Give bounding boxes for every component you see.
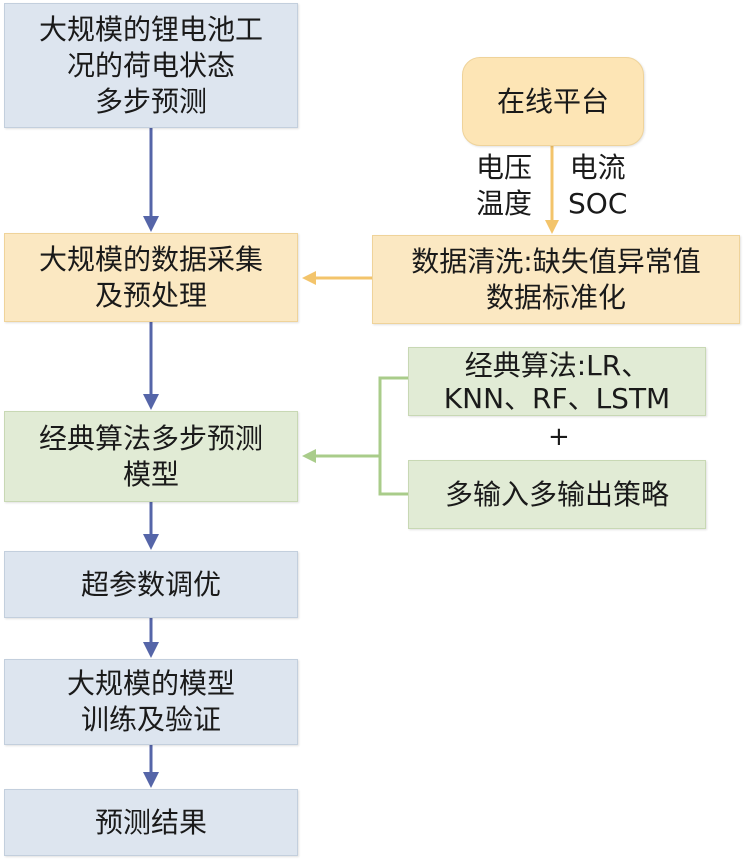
input-voltage: 电压: [476, 151, 533, 184]
green-bracket: [302, 376, 408, 496]
arrowhead-step4: [143, 534, 159, 550]
step1-line-3: 多步预测: [94, 84, 207, 118]
inputs-left-label: 电压 温度: [476, 150, 532, 222]
step-result-box: 预测结果: [4, 789, 298, 856]
step5-line-2: 训练及验证: [80, 703, 221, 736]
step1-line-1: 大规模的锂电池工: [38, 12, 263, 46]
arrowhead-step2: [143, 216, 159, 232]
step5-line-1: 大规模的模型: [66, 667, 235, 700]
inputs-right-label: 电流 SOC: [568, 150, 627, 222]
arrowhead-step3: [143, 394, 159, 410]
classic-algorithms-box: 经典算法:LR、 KNN、RF、LSTM: [408, 347, 706, 416]
online-platform-box: 在线平台: [462, 57, 644, 146]
step4-line-1: 超参数调优: [80, 567, 221, 601]
algorithms-line-2: KNN、RF、LSTM: [443, 381, 671, 415]
strategy-label: 多输入多输出策略: [444, 477, 669, 511]
mimo-strategy-box: 多输入多输出策略: [408, 460, 706, 529]
step2-line-2: 及预处理: [94, 278, 207, 312]
step-algorithm-model-box: 经典算法多步预测 模型: [4, 411, 298, 502]
arrowhead-step3-side: [302, 449, 316, 463]
cleaning-line-2: 数据标准化: [485, 280, 626, 314]
cleaning-line-1: 数据清洗:缺失值异常值: [411, 244, 701, 278]
step2-line-1: 大规模的数据采集: [38, 242, 263, 276]
plus-sign: +: [548, 422, 570, 452]
step1-line-2: 况的荷电状态: [66, 48, 235, 82]
blue-arrows: [143, 128, 159, 788]
bracket-line: [378, 376, 408, 496]
arrowhead-step5: [143, 642, 159, 658]
input-soc: SOC: [568, 187, 628, 220]
step6-line-1: 预测结果: [94, 805, 207, 839]
step3-line-1: 经典算法多步预测: [38, 421, 263, 455]
step-soc-prediction-box: 大规模的锂电池工 况的荷电状态 多步预测: [4, 3, 298, 128]
step3-line-2: 模型: [122, 457, 179, 491]
step-hyperparameter-box: 超参数调优: [4, 551, 298, 618]
algorithms-line-1: 经典算法:LR、: [464, 348, 650, 382]
step-data-collection-box: 大规模的数据采集 及预处理: [4, 233, 298, 322]
input-current: 电流: [569, 151, 626, 184]
platform-label: 在线平台: [496, 84, 609, 118]
input-temperature: 温度: [476, 187, 533, 220]
arrowhead-step6: [143, 772, 159, 788]
step-training-box: 大规模的模型 训练及验证: [4, 659, 298, 745]
data-cleaning-box: 数据清洗:缺失值异常值 数据标准化: [372, 235, 740, 324]
arrowhead-cleaning: [545, 220, 559, 234]
arrowhead-step2-side: [302, 271, 316, 285]
orange-arrows: [302, 146, 559, 285]
